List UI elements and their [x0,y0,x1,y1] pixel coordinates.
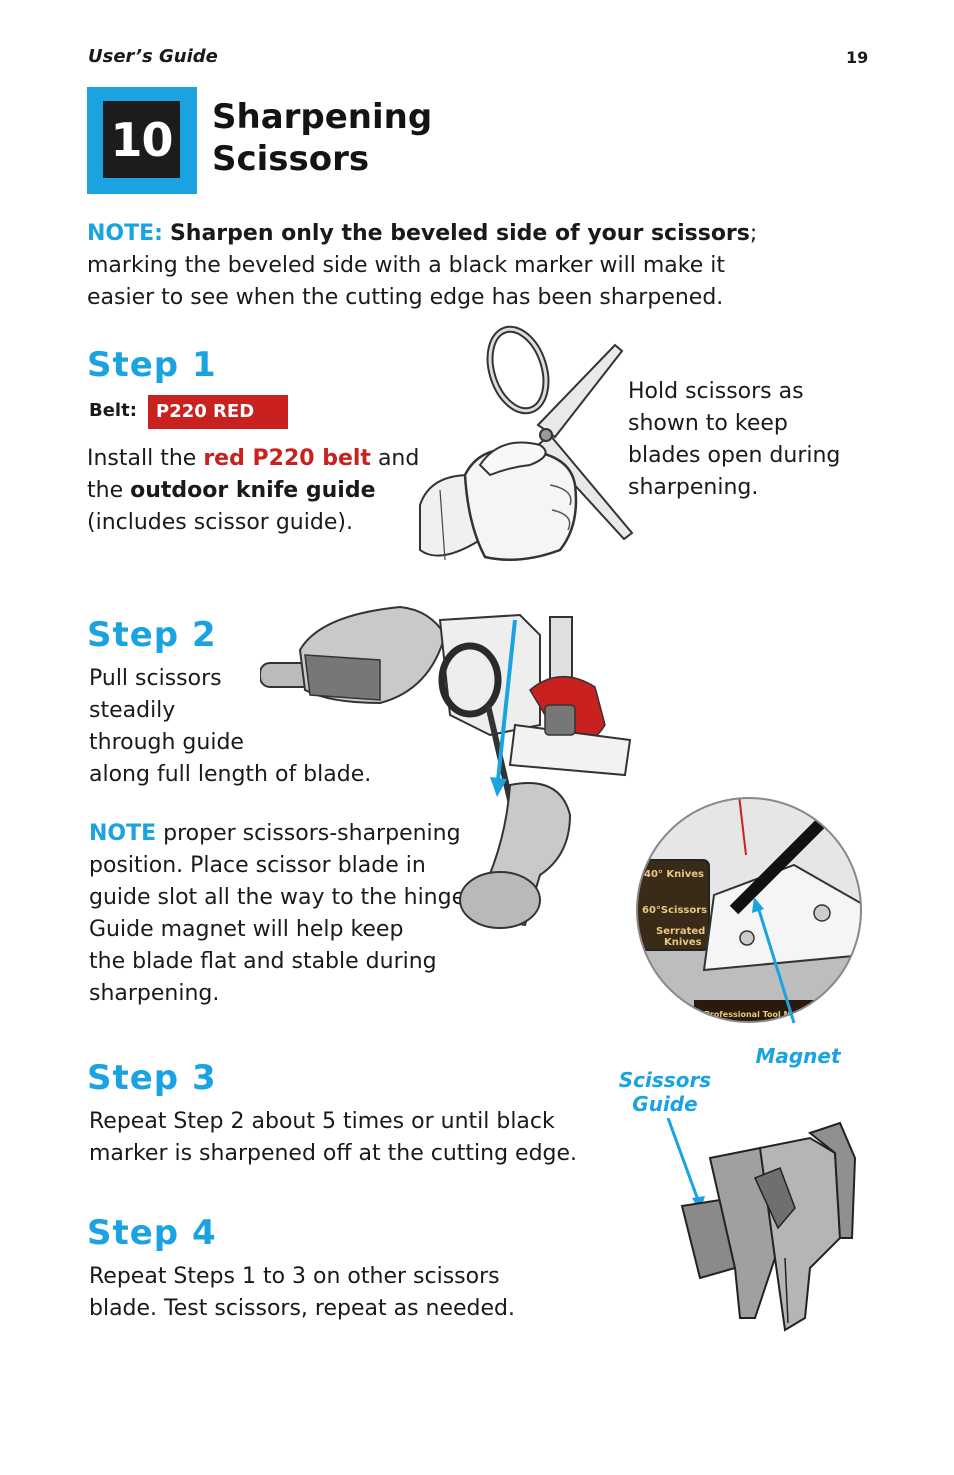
scissors-guide-part-illustration [666,1118,857,1332]
page-number: 19 [846,48,869,67]
note-after-bold: ; [749,221,758,246]
step2-note-line3: guide slot all the way to the hinge. [89,885,473,910]
side-line4: sharpening. [628,475,759,500]
step1-text: Install the red P220 belt and the outdoo… [87,443,419,539]
step1-text-d: (includes scissor guide). [87,510,353,535]
step3-line2: marker is sharpened off at the cutting e… [89,1141,578,1166]
scissors-guide-callout: Scissors Guide [615,1068,715,1116]
guide-label-knives: Knives [664,937,702,948]
hand-holding-scissors-illustration [419,325,634,562]
belt-badge: P220 RED [148,395,288,429]
step4-text: Repeat Steps 1 to 3 on other scissors bl… [89,1261,515,1325]
note-line2: marking the beveled side with a black ma… [87,253,726,278]
section-title-line1: Sharpening [212,97,433,137]
guide-label-serrated: Serrated [656,926,705,937]
intro-note: NOTE: Sharpen only the beveled side of y… [87,218,757,314]
side-line1: Hold scissors as [628,379,804,404]
step2-note-line2: position. Place scissor blade in [89,853,426,878]
guide-label-brand: Professional Tool Ma [704,1010,797,1019]
step4-line2: blade. Test scissors, repeat as needed. [89,1296,516,1321]
section-title: Sharpening Scissors [212,96,432,180]
step2-note-line5: the blade flat and stable during [89,949,437,974]
step1-red-belt: red P220 belt [203,446,371,471]
step2-note-line4: Guide magnet will help keep [89,917,404,942]
step2-note-label: NOTE [89,821,157,846]
step2-heading: Step 2 [87,615,217,655]
sharpener-scissors-illustration [260,605,632,929]
step1-guide-name: outdoor knife guide [130,478,376,503]
step3-heading: Step 3 [87,1058,217,1098]
step1-text-a: Install the [87,446,204,471]
step2-line2: steadily [89,698,176,723]
guide-title: User’s Guide [88,46,218,67]
side-line2: shown to keep [628,411,788,436]
step3-line1: Repeat Step 2 about 5 times or until bla… [89,1109,555,1134]
side-line3: blades open during [628,443,841,468]
step2-line3: through guide [89,730,244,755]
step1-side-text: Hold scissors as shown to keep blades op… [628,376,840,504]
step1-text-c: the [87,478,131,503]
guide-label-40: 40° Knives [644,869,704,880]
section-title-line2: Scissors [212,139,370,179]
step4-line1: Repeat Steps 1 to 3 on other scissors [89,1264,500,1289]
guide-label-60: 60°Scissors [642,905,707,916]
magnet-callout: Magnet [755,1044,841,1068]
note-line3: easier to see when the cutting edge has … [87,285,724,310]
belt-label: Belt: [89,400,137,421]
step2-note: NOTE proper scissors-sharpening position… [89,818,472,1010]
step1-heading: Step 1 [87,345,217,385]
step2-note-line1: proper scissors-sharpening [156,821,461,846]
step2-text: Pull scissors steadily through guide alo… [89,663,371,791]
scissors-guide-line1: Scissors [618,1068,712,1092]
scissors-guide-line2: Guide [632,1092,698,1116]
step4-heading: Step 4 [87,1213,217,1253]
step2-note-line6: sharpening. [89,981,220,1006]
section-number: 10 [103,101,180,178]
section-number-box: 10 [87,87,197,194]
step2-line1: Pull scissors [89,666,222,691]
note-bold: Sharpen only the beveled side of your sc… [169,221,750,246]
step3-text: Repeat Step 2 about 5 times or until bla… [89,1106,577,1170]
note-label: NOTE: [87,221,163,246]
step1-text-b: and [370,446,420,471]
guide-detail-circle: 40° Knives 60°Scissors Serrated Knives P… [636,797,862,1024]
step2-line4: along full length of blade. [89,762,372,787]
